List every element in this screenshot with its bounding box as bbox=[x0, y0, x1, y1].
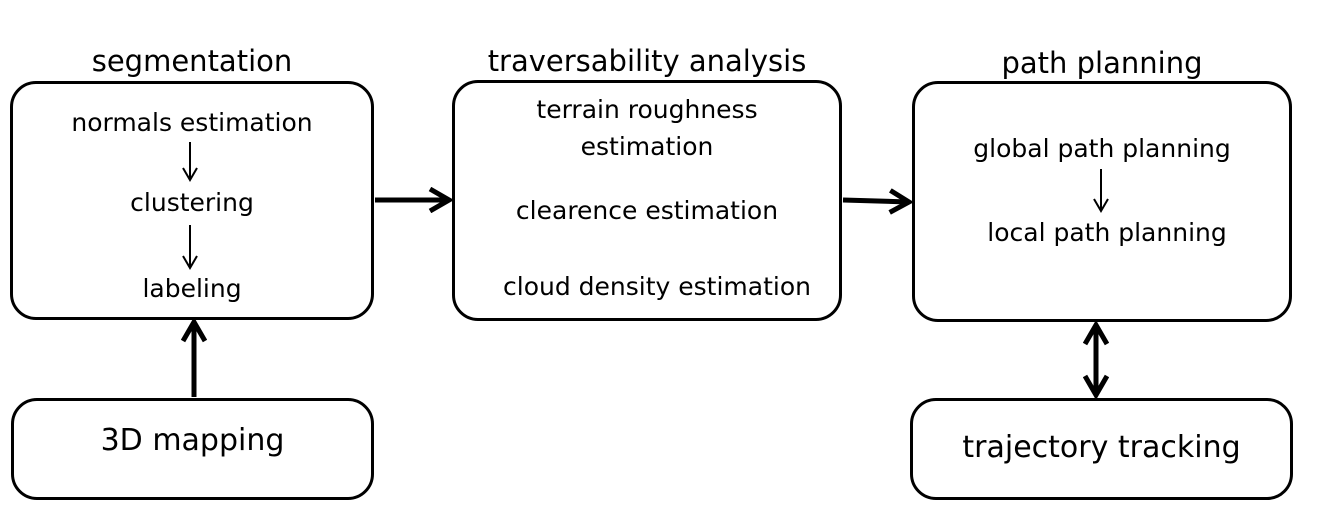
clustering-step: clustering bbox=[130, 188, 254, 217]
3d-mapping-label: 3D mapping bbox=[100, 423, 285, 458]
arrow-traversability-to-path-planning bbox=[842, 200, 909, 202]
3d-mapping-box bbox=[11, 398, 374, 500]
cloud-density-estimation-item: cloud density estimation bbox=[503, 272, 811, 301]
terrain-roughness-line-1: terrain roughness bbox=[536, 95, 758, 124]
local-path-planning-step: local path planning bbox=[987, 218, 1227, 247]
normals-estimation-step: normals estimation bbox=[71, 108, 313, 137]
clearence-estimation-item: clearence estimation bbox=[515, 196, 779, 225]
traversability-analysis-box bbox=[452, 80, 842, 321]
labeling-step: labeling bbox=[142, 274, 242, 303]
traversability-analysis-title: traversability analysis bbox=[487, 44, 807, 78]
trajectory-tracking-box bbox=[910, 398, 1293, 500]
segmentation-title: segmentation bbox=[91, 44, 293, 78]
terrain-roughness-line-2: estimation bbox=[580, 132, 714, 161]
global-path-planning-step: global path planning bbox=[973, 134, 1231, 163]
path-planning-title: path planning bbox=[1001, 46, 1203, 80]
trajectory-tracking-label: trajectory tracking bbox=[962, 430, 1241, 465]
